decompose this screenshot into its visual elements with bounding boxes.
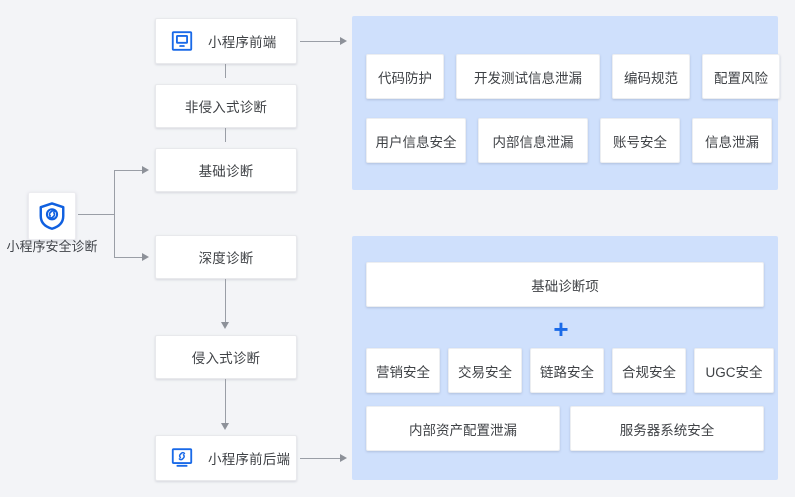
chip-item[interactable]: 营销安全 bbox=[366, 348, 440, 393]
root-label: 小程序安全诊断 bbox=[6, 239, 98, 254]
connector-invasive-to-fullstack bbox=[225, 379, 226, 423]
node-miniprogram-fullstack[interactable]: 小程序前后端 bbox=[155, 435, 297, 481]
arrowhead-to-deep-diagnosis bbox=[142, 252, 149, 261]
chip-item[interactable]: 合规安全 bbox=[612, 348, 686, 393]
node-deep-diagnosis[interactable]: 深度诊断 bbox=[155, 235, 297, 279]
connector-root-stem bbox=[78, 214, 114, 215]
panel-top-row-2: 用户信息安全 内部信息泄漏 账号安全 信息泄漏 bbox=[366, 118, 772, 163]
arrowhead-to-basic-diagnosis bbox=[142, 165, 149, 174]
panel-bottom-row-2: 内部资产配置泄漏 服务器系统安全 bbox=[366, 406, 764, 451]
monitor-link-icon bbox=[170, 446, 194, 470]
arrowhead-to-fullstack bbox=[221, 423, 229, 430]
chip-item[interactable]: UGC安全 bbox=[694, 348, 774, 393]
node-deep-diagnosis-label: 深度诊断 bbox=[198, 251, 254, 266]
node-miniprogram-fullstack-label: 小程序前后端 bbox=[208, 452, 291, 467]
panel-noninvasive-items bbox=[352, 16, 778, 190]
chip-item[interactable]: 配置风险 bbox=[702, 54, 780, 99]
chip-item[interactable]: 代码防护 bbox=[366, 54, 444, 99]
chip-item[interactable]: 信息泄漏 bbox=[692, 118, 772, 163]
connector-basic-to-noninvasive bbox=[225, 116, 226, 142]
node-miniprogram-frontend[interactable]: 小程序前端 bbox=[155, 18, 297, 64]
chip-item[interactable]: 编码规范 bbox=[612, 54, 690, 99]
node-noninvasive-diagnosis-label: 非侵入式诊断 bbox=[184, 100, 268, 115]
node-miniprogram-frontend-label: 小程序前端 bbox=[208, 35, 277, 50]
plus-icon: + bbox=[553, 314, 569, 344]
node-basic-diagnosis-label: 基础诊断 bbox=[198, 164, 254, 179]
panel-bottom-row-1: 营销安全 交易安全 链路安全 合规安全 UGC安全 bbox=[366, 348, 774, 393]
arrowhead-to-invasive bbox=[221, 322, 229, 329]
arrowhead-to-top-panel bbox=[340, 36, 347, 45]
node-invasive-diagnosis[interactable]: 侵入式诊断 bbox=[155, 335, 297, 379]
node-basic-diagnosis[interactable]: 基础诊断 bbox=[155, 148, 297, 192]
chip-item[interactable]: 内部信息泄漏 bbox=[478, 118, 588, 163]
connector-deep-to-invasive bbox=[225, 279, 226, 322]
chip-item[interactable]: 内部资产配置泄漏 bbox=[366, 406, 560, 451]
chip-item[interactable]: 开发测试信息泄漏 bbox=[456, 54, 600, 99]
connector-noninvasive-to-frontend bbox=[225, 58, 226, 78]
connector-fullstack-to-panel bbox=[300, 458, 340, 459]
arrowhead-to-bottom-panel bbox=[340, 453, 347, 462]
chip-item[interactable]: 用户信息安全 bbox=[366, 118, 466, 163]
node-invasive-diagnosis-label: 侵入式诊断 bbox=[191, 351, 261, 366]
panel-top-row-1: 代码防护 开发测试信息泄漏 编码规范 配置风险 bbox=[366, 54, 780, 99]
chip-item[interactable]: 服务器系统安全 bbox=[570, 406, 764, 451]
chip-basic-diagnosis-group[interactable]: 基础诊断项 bbox=[366, 262, 764, 307]
node-noninvasive-diagnosis[interactable]: 非侵入式诊断 bbox=[155, 84, 297, 128]
connector-branch-bottom bbox=[114, 257, 142, 258]
chip-item[interactable]: 账号安全 bbox=[600, 118, 680, 163]
connector-branch-vertical bbox=[114, 170, 115, 258]
chip-item[interactable]: 链路安全 bbox=[530, 348, 604, 393]
connector-branch-top bbox=[114, 170, 142, 171]
monitor-icon bbox=[170, 29, 194, 53]
connector-frontend-to-panel bbox=[300, 41, 340, 42]
shield-link-icon bbox=[37, 201, 67, 231]
chip-item[interactable]: 交易安全 bbox=[448, 348, 522, 393]
root-icon-container bbox=[28, 192, 76, 240]
